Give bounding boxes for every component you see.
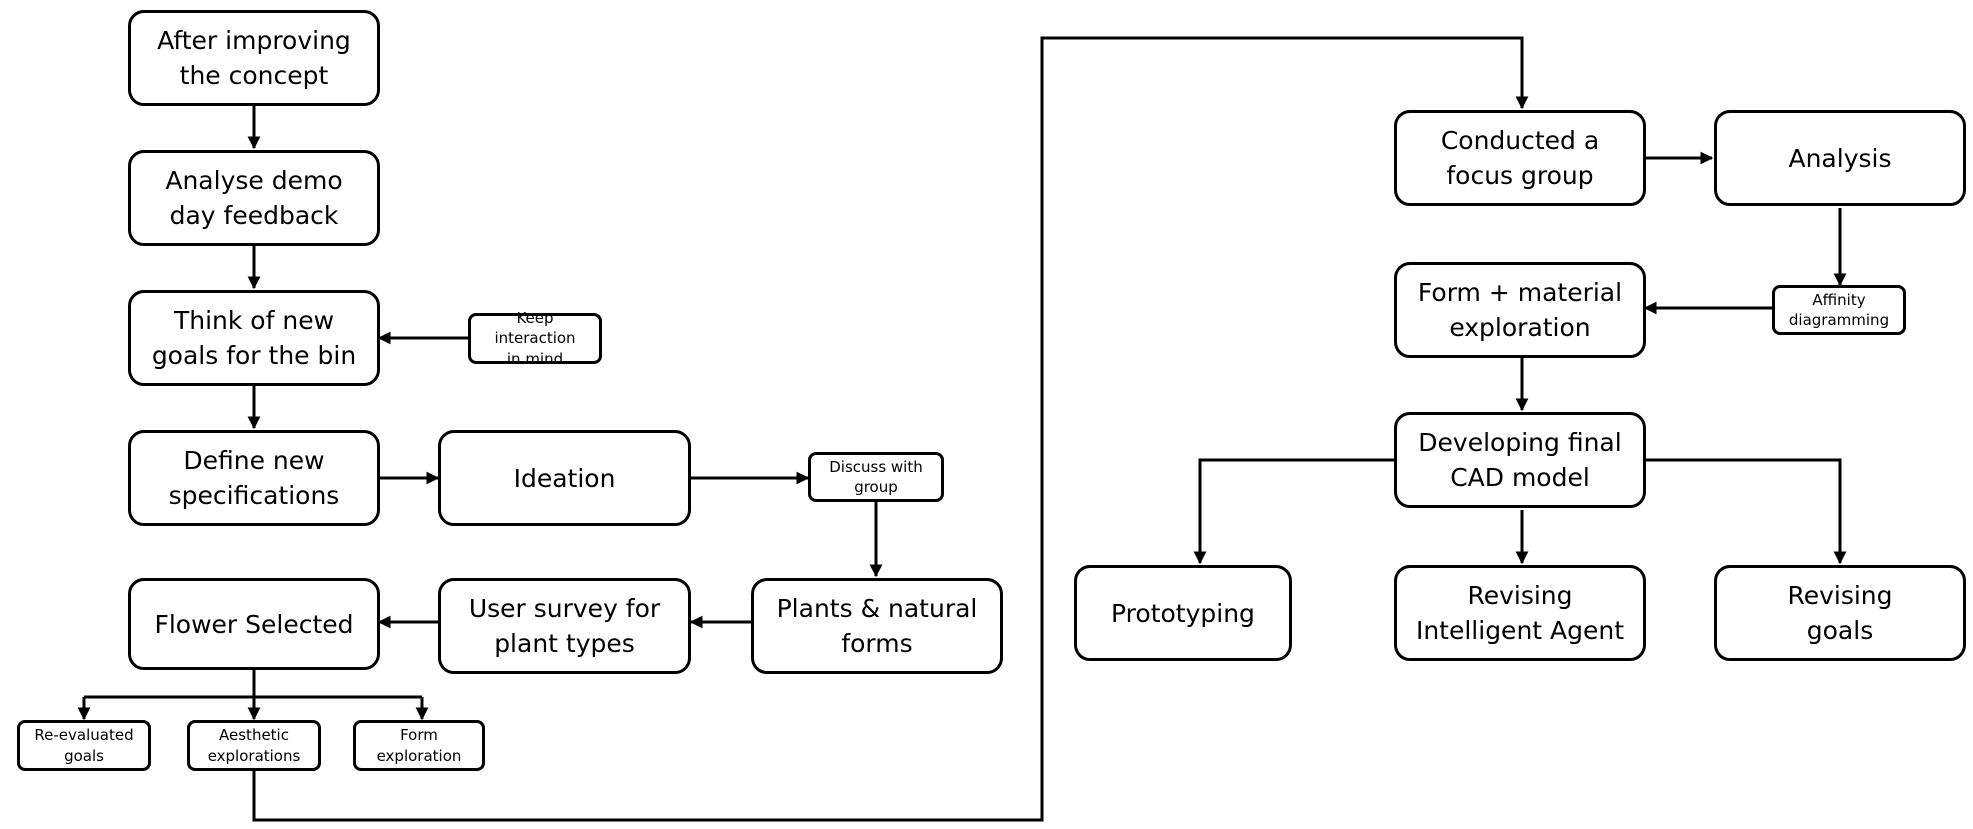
node-affinity-label: Affinity diagramming	[1788, 290, 1890, 329]
node-developing-cad-label: Developing final CAD model	[1418, 428, 1622, 492]
node-ideation-label: Ideation	[513, 463, 616, 493]
node-aesthetic-label: Aesthetic explorations	[207, 726, 301, 765]
node-discuss-group-label: Discuss with group	[829, 457, 923, 496]
node-developing-cad: Developing final CAD model	[1394, 412, 1646, 508]
node-define-specs-label: Define new specifications	[168, 446, 340, 510]
node-after-improving-label: After improving the concept	[157, 26, 351, 90]
node-think-goals-label: Think of new goals for the bin	[151, 306, 357, 370]
node-keep-interaction: Keep interaction in mind	[468, 309, 602, 368]
node-revising-agent-label: Revising Intelligent Agent	[1415, 581, 1625, 645]
node-think-goals: Think of new goals for the bin	[128, 290, 380, 386]
node-discuss-group: Discuss with group	[808, 452, 944, 502]
node-re-evaluated: Re-evaluated goals	[17, 720, 151, 771]
node-form-exploration: Form exploration	[353, 720, 485, 771]
node-plants-forms: Plants & natural forms	[751, 578, 1003, 674]
node-analysis: Analysis	[1714, 110, 1966, 206]
node-analysis-label: Analysis	[1788, 143, 1892, 173]
node-prototyping: Prototyping	[1074, 565, 1292, 661]
node-after-improving: After improving the concept	[128, 10, 380, 106]
node-revising-goals: Revising goals	[1714, 565, 1966, 661]
node-revising-goals-label: Revising goals	[1787, 581, 1893, 645]
node-analyse-demo: Analyse demo day feedback	[128, 150, 380, 246]
node-re-evaluated-label: Re-evaluated goals	[34, 726, 134, 765]
node-plants-forms-label: Plants & natural forms	[776, 594, 978, 658]
node-aesthetic: Aesthetic explorations	[187, 720, 321, 771]
node-focus-group-label: Conducted a focus group	[1440, 126, 1600, 190]
node-affinity: Affinity diagramming	[1772, 285, 1906, 335]
node-analyse-demo-label: Analyse demo day feedback	[165, 166, 343, 230]
arrow-flower-split	[84, 669, 422, 699]
arrow-aesthetic-to-focus	[252, 36, 1529, 822]
arrow-cad-to-goals	[1645, 458, 1847, 565]
node-flower-selected-label: Flower Selected	[154, 609, 354, 639]
node-form-material-label: Form + material exploration	[1417, 278, 1623, 342]
arrow-cad-to-prototyping	[1193, 458, 1398, 565]
node-prototyping-label: Prototyping	[1111, 598, 1255, 628]
node-flower-selected: Flower Selected	[128, 578, 380, 670]
node-user-survey: User survey for plant types	[438, 578, 691, 674]
node-ideation: Ideation	[438, 430, 691, 526]
node-form-exploration-label: Form exploration	[376, 726, 462, 765]
node-form-material: Form + material exploration	[1394, 262, 1646, 358]
node-keep-interaction-label: Keep interaction in mind	[494, 309, 576, 368]
node-user-survey-label: User survey for plant types	[468, 594, 661, 658]
node-define-specs: Define new specifications	[128, 430, 380, 526]
node-revising-agent: Revising Intelligent Agent	[1394, 565, 1646, 661]
node-focus-group: Conducted a focus group	[1394, 110, 1646, 206]
